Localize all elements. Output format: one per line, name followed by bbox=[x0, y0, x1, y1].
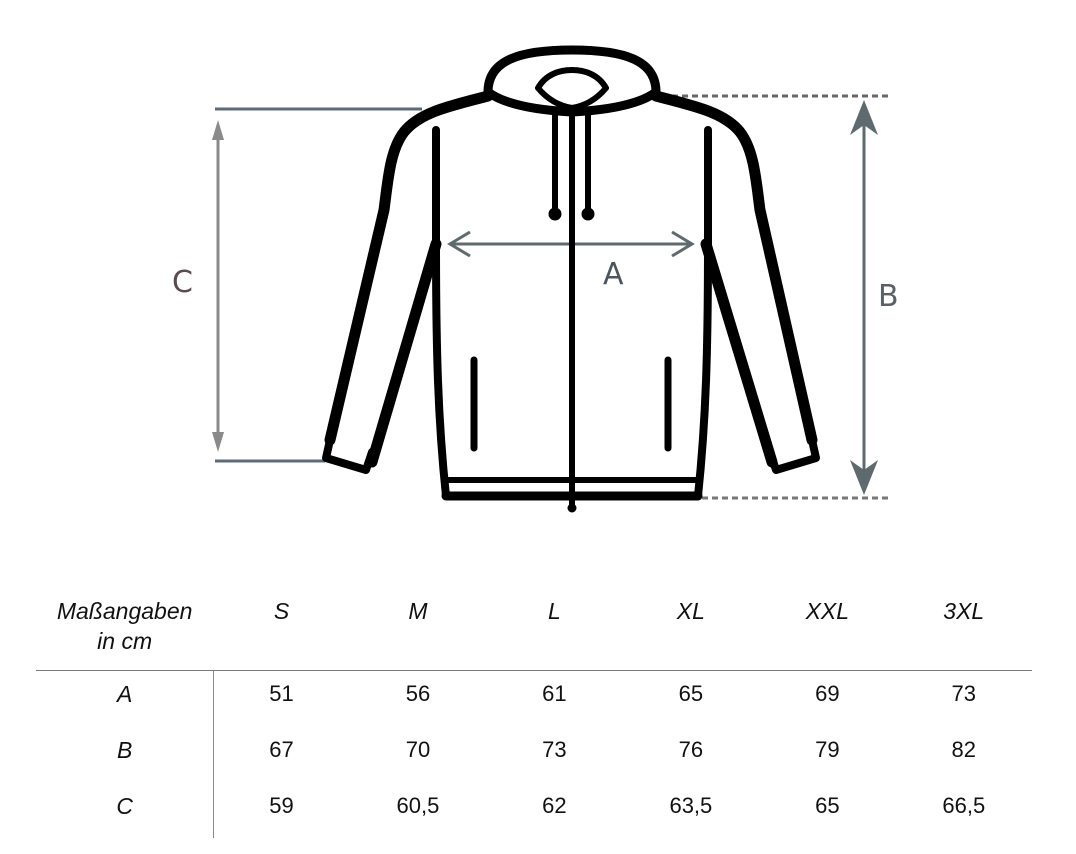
header-size-m: M bbox=[408, 598, 428, 624]
table-cell: 60,5 bbox=[396, 793, 440, 818]
table-cell: 51 bbox=[269, 681, 294, 706]
table-cell: 69 bbox=[815, 681, 840, 706]
table-cell: 56 bbox=[405, 681, 431, 706]
table-cell: 62 bbox=[542, 793, 567, 818]
table-cell: 70 bbox=[405, 737, 431, 762]
table-row: C 59 60,5 62 63,5 65 66,5 bbox=[36, 787, 1032, 843]
header-size-l: L bbox=[548, 598, 561, 624]
table-row: A 51 56 61 65 69 73 bbox=[36, 675, 1032, 731]
header-size-s: S bbox=[273, 598, 290, 624]
hoodie-outline-icon bbox=[212, 45, 888, 513]
table-header-row: Maßangaben in cm S M L XL XXL 3XL bbox=[36, 596, 1032, 671]
table-header-title: Maßangaben in cm bbox=[36, 596, 213, 670]
table-cell: 65 bbox=[678, 681, 704, 706]
table-cell: 73 bbox=[542, 737, 567, 762]
table-column-divider bbox=[213, 670, 214, 838]
row-label: C bbox=[116, 793, 133, 819]
table-cell: 76 bbox=[678, 737, 704, 762]
measurement-label-a: A bbox=[603, 257, 624, 292]
hoodie-size-diagram: C A B bbox=[172, 45, 899, 513]
measurement-label-c: C bbox=[172, 265, 193, 300]
table-cell: 63,5 bbox=[669, 793, 713, 818]
table-cell: 82 bbox=[951, 737, 977, 762]
header-title-line2: in cm bbox=[97, 628, 153, 654]
header-title-line1: Maßangaben bbox=[56, 598, 193, 624]
header-size-xxl: XXL bbox=[805, 598, 850, 624]
table-cell: 61 bbox=[542, 681, 567, 706]
row-label: A bbox=[116, 681, 133, 707]
header-size-xl: XL bbox=[676, 598, 705, 624]
table-cell: 67 bbox=[269, 737, 294, 762]
table-cell: 66,5 bbox=[942, 793, 986, 818]
table-cell: 73 bbox=[951, 681, 977, 706]
table-cell: 79 bbox=[815, 737, 840, 762]
table-cell: 59 bbox=[269, 793, 294, 818]
measurement-c-guides bbox=[212, 107, 422, 463]
hoodie-shape bbox=[322, 45, 820, 513]
row-label: B bbox=[116, 737, 133, 763]
size-table: Maßangaben in cm S M L XL XXL 3XL A 51 5… bbox=[36, 596, 1032, 843]
measurement-label-b: B bbox=[878, 279, 899, 314]
table-row: B 67 70 73 76 79 82 bbox=[36, 731, 1032, 787]
measurement-b-guides bbox=[672, 94, 888, 500]
table-cell: 65 bbox=[815, 793, 840, 818]
header-size-3xl: 3XL bbox=[943, 598, 985, 624]
